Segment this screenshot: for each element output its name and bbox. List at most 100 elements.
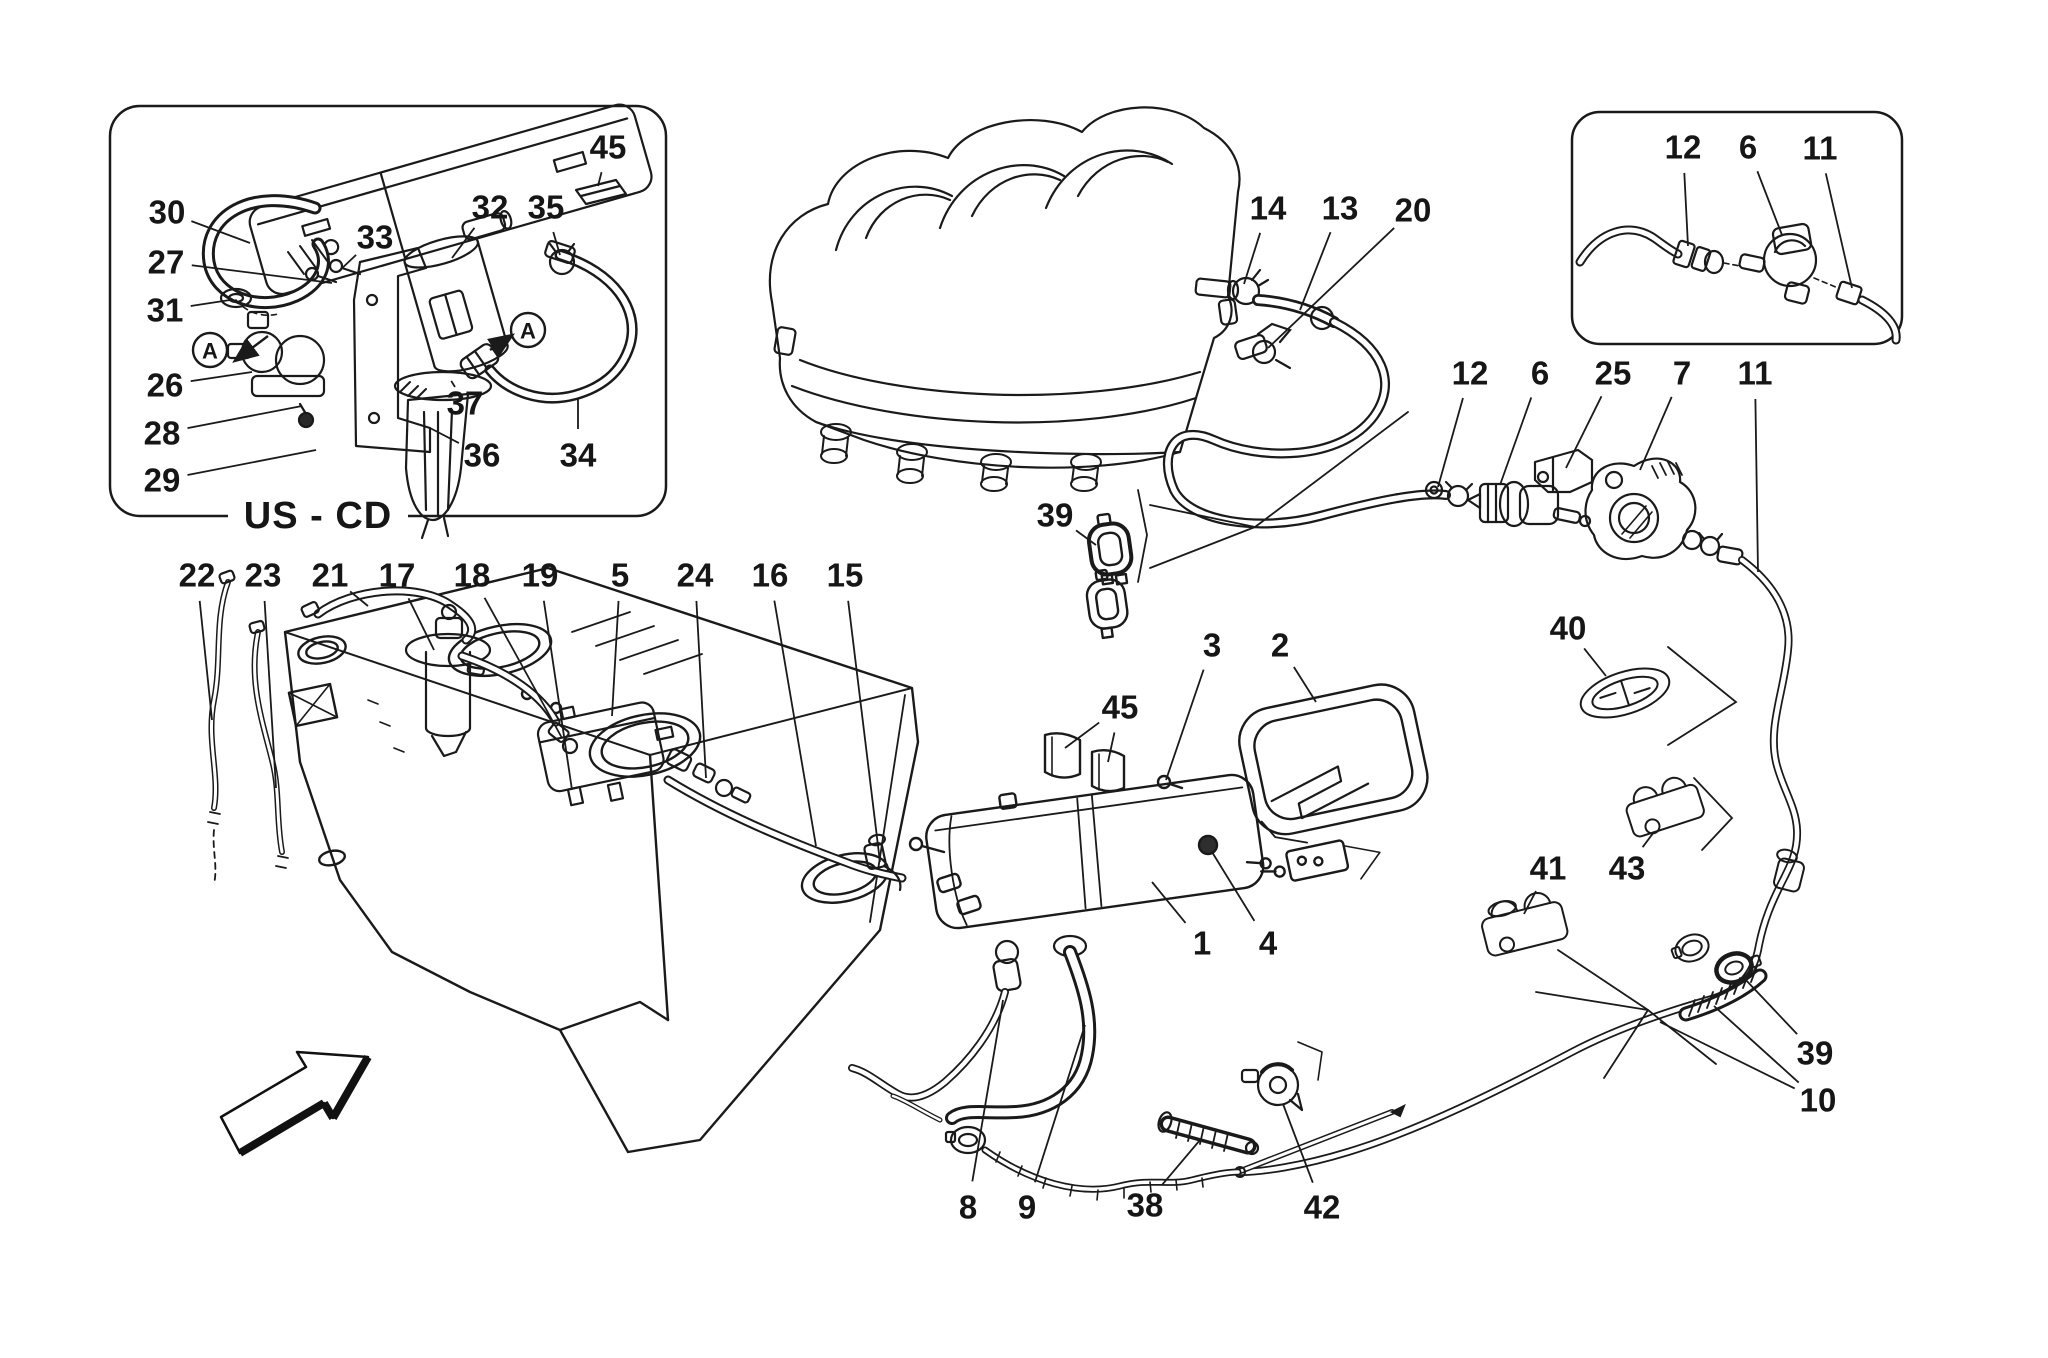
strap-bracket xyxy=(1245,839,1381,882)
callout-leader-10 xyxy=(1659,1021,1796,1090)
screw-icon xyxy=(1156,774,1172,790)
engine-intake-manifold xyxy=(768,106,1241,492)
detail-marker-circle xyxy=(191,331,229,369)
clamp-ring xyxy=(393,370,493,402)
callout-leader-26 xyxy=(190,371,253,383)
callout-leader-45 xyxy=(1107,732,1116,763)
lower-hoses xyxy=(848,934,1323,1201)
callout-13: 13 xyxy=(1322,190,1359,227)
callout-21: 21 xyxy=(312,557,349,594)
callout-leader-11 xyxy=(1824,173,1853,289)
washer-icon xyxy=(1424,480,1444,500)
callout-leader-30 xyxy=(191,220,251,244)
fuel-tank xyxy=(283,566,920,1154)
callout-leader-41 xyxy=(1523,890,1537,915)
callout-leader-7 xyxy=(1639,396,1673,471)
callout-37: 37 xyxy=(447,385,484,422)
callout-leader-8 xyxy=(971,999,1004,1182)
callout-leader-9 xyxy=(1034,1024,1086,1183)
callout-leader-35 xyxy=(552,231,561,256)
grommet-icon xyxy=(1670,933,1710,963)
callout-leader-10 xyxy=(1713,1005,1800,1084)
callout-leader-29 xyxy=(187,449,317,476)
callout-leader-37 xyxy=(450,380,456,388)
callout-18: 18 xyxy=(454,557,491,594)
callout-leader-31 xyxy=(190,299,231,307)
clamp-icon xyxy=(548,242,576,276)
snap-ring-icon xyxy=(1699,535,1721,557)
detail-marker-label: A xyxy=(202,339,218,364)
detail-marker-label: A xyxy=(520,319,536,344)
callout-27: 27 xyxy=(148,244,185,281)
callout-20: 20 xyxy=(1395,192,1432,229)
callout-6: 6 xyxy=(1531,355,1549,392)
callout-7: 7 xyxy=(1673,355,1691,392)
inset-valve-box xyxy=(1570,110,1904,346)
callout-43: 43 xyxy=(1609,850,1646,887)
hose-clip-42 xyxy=(1240,1062,1304,1112)
callout-11: 11 xyxy=(1738,355,1773,392)
callout-leader-36 xyxy=(429,427,460,444)
callout-36: 36 xyxy=(464,437,501,474)
callout-leader-12 xyxy=(1683,172,1689,247)
callout-17: 17 xyxy=(379,557,416,594)
callout-leader-14 xyxy=(1243,232,1262,285)
line-clip xyxy=(1481,892,1569,957)
snap-ring-icon xyxy=(1446,484,1470,508)
callout-leader-39 xyxy=(1075,529,1097,546)
callout-8: 8 xyxy=(959,1189,977,1226)
inset-valve-parts xyxy=(1575,222,1901,345)
screw-icon xyxy=(304,258,362,284)
callout-leader-2 xyxy=(1293,666,1317,703)
callout-leader-24 xyxy=(695,600,707,779)
callout-2: 2 xyxy=(1271,627,1289,664)
callout-1: 1 xyxy=(1193,925,1211,962)
callout-35: 35 xyxy=(528,189,565,226)
canister-clip xyxy=(1043,732,1126,793)
callout-leader-40 xyxy=(1583,647,1607,677)
callout-leader-5 xyxy=(611,600,620,717)
shutoff-valve xyxy=(226,310,326,398)
callout-leader-39 xyxy=(1743,977,1798,1035)
manifold-feet xyxy=(820,423,1102,492)
inset-us-cd-parts xyxy=(201,103,653,540)
callout-33: 33 xyxy=(357,219,394,256)
detail-marker-layer: AA xyxy=(191,311,547,369)
callout-leader-11 xyxy=(1754,398,1759,573)
ribbed-connector xyxy=(1157,1111,1260,1156)
callout-45: 45 xyxy=(1102,689,1139,726)
callout-26: 26 xyxy=(147,367,184,404)
caption-mask xyxy=(228,494,408,536)
callout-42: 42 xyxy=(1304,1189,1341,1226)
callout-leader-45 xyxy=(1064,721,1100,749)
callout-23: 23 xyxy=(245,557,282,594)
callout-45: 45 xyxy=(590,129,627,166)
callout-leader-16 xyxy=(773,600,817,847)
canister-strap xyxy=(1238,683,1429,844)
pump-and-lines xyxy=(207,569,907,892)
direction-arrow xyxy=(219,1050,372,1157)
callout-leader-6 xyxy=(1756,170,1783,236)
purge-valve-group xyxy=(1424,448,1744,566)
grommet-icon xyxy=(944,1125,987,1155)
grommet-icon xyxy=(1714,951,1762,985)
callout-38: 38 xyxy=(1127,1187,1164,1224)
callout-leader-17 xyxy=(407,597,435,651)
callout-leader-27 xyxy=(191,264,333,284)
callout-3: 3 xyxy=(1203,627,1221,664)
callout-16: 16 xyxy=(752,557,789,594)
callout-12: 12 xyxy=(1665,129,1702,166)
nut-icon xyxy=(1197,834,1219,856)
washer-icon xyxy=(219,287,253,309)
callout-41: 41 xyxy=(1530,850,1567,887)
callout-12: 12 xyxy=(1452,355,1489,392)
callout-14: 14 xyxy=(1250,190,1287,227)
callout-leader-42 xyxy=(1282,1103,1314,1184)
fuel-line xyxy=(981,1146,1242,1193)
callout-40: 40 xyxy=(1550,610,1587,647)
callout-leader-1 xyxy=(1151,881,1187,924)
callout-28: 28 xyxy=(144,415,181,452)
inset-caption: US - CD xyxy=(244,495,392,537)
